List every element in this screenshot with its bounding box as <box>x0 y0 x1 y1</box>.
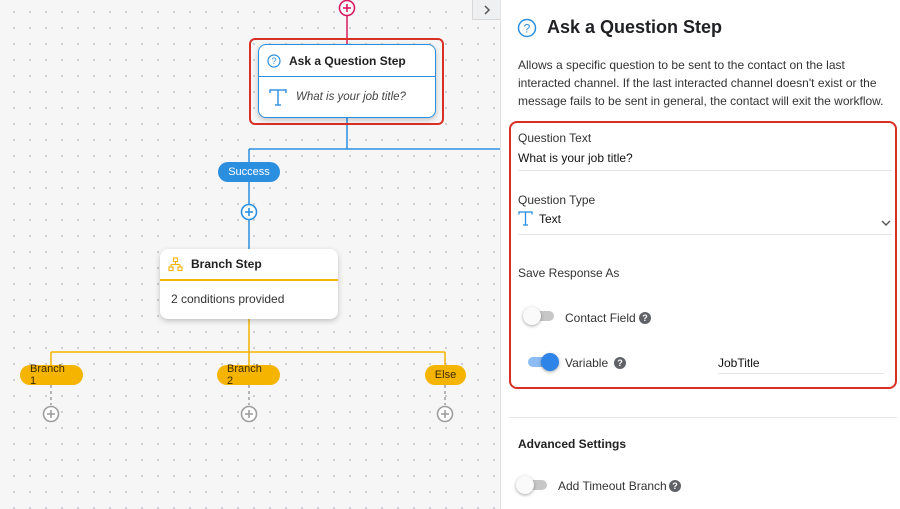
variable-toggle[interactable] <box>528 353 559 371</box>
panel-header: ? Ask a Question Step <box>517 17 722 38</box>
question-circle-icon: ? <box>267 53 281 68</box>
branch-hierarchy-icon <box>168 256 183 271</box>
variable-name-underline <box>718 373 884 374</box>
panel-title: Ask a Question Step <box>547 17 723 37</box>
text-type-icon <box>269 89 287 106</box>
save-response-label: Save Response As <box>518 266 620 280</box>
chevron-down-icon <box>881 220 891 226</box>
question-text-input[interactable]: What is your job title? <box>518 151 633 165</box>
contact-field-toggle[interactable] <box>523 307 554 325</box>
add-step-icon[interactable] <box>240 203 258 221</box>
contact-field-help-icon[interactable]: ? <box>639 312 651 324</box>
add-step-icon[interactable] <box>42 405 60 423</box>
collapse-panel-button[interactable] <box>472 0 500 20</box>
question-type-value: Text <box>539 212 562 226</box>
section-divider <box>509 417 897 418</box>
step-settings-panel: ? Ask a Question Step Allows a specific … <box>500 0 900 509</box>
question-text-underline <box>518 170 892 171</box>
advanced-settings-title: Advanced Settings <box>518 437 627 451</box>
branch-node-summary: 2 conditions provided <box>171 292 285 306</box>
contact-field-label: Contact Field <box>565 311 636 325</box>
add-step-icon[interactable] <box>240 405 258 423</box>
branch-node-title: Branch Step <box>191 257 262 271</box>
ask-node-question: What is your job title? <box>296 91 406 103</box>
selected-node-highlight <box>249 38 444 125</box>
success-path-label: Success <box>218 162 280 182</box>
question-type-select[interactable]: Text <box>518 209 893 233</box>
chevron-right-icon <box>483 4 490 15</box>
svg-text:?: ? <box>271 56 276 66</box>
ask-question-node[interactable]: ? Ask a Question Step What is your job t… <box>258 44 436 118</box>
branch-1-label: Branch 1 <box>20 363 83 387</box>
branch-2-label: Branch 2 <box>217 363 280 387</box>
svg-text:?: ? <box>524 21 531 35</box>
question-settings-highlight <box>509 121 897 389</box>
question-type-label: Question Type <box>518 193 596 207</box>
timeout-branch-label: Add Timeout Branch <box>558 479 667 493</box>
timeout-branch-toggle[interactable] <box>516 476 547 494</box>
text-type-icon <box>518 211 533 226</box>
variable-help-icon[interactable]: ? <box>614 357 626 369</box>
question-type-underline <box>518 234 892 235</box>
ask-node-title: Ask a Question Step <box>289 53 406 68</box>
branch-step-node[interactable]: Branch Step 2 conditions provided <box>160 249 338 319</box>
else-branch-label: Else <box>425 365 466 385</box>
question-circle-icon: ? <box>517 18 537 37</box>
workflow-canvas[interactable]: ? Ask a Question Step What is your job t… <box>0 0 500 509</box>
variable-name-input[interactable]: JobTitle <box>718 356 760 370</box>
add-step-icon[interactable] <box>436 405 454 423</box>
question-text-label: Question Text <box>518 131 592 145</box>
step-description: Allows a specific question to be sent to… <box>518 58 884 108</box>
variable-label: Variable <box>565 356 609 370</box>
timeout-branch-help-icon[interactable]: ? <box>669 480 681 492</box>
add-step-icon[interactable] <box>338 0 356 18</box>
